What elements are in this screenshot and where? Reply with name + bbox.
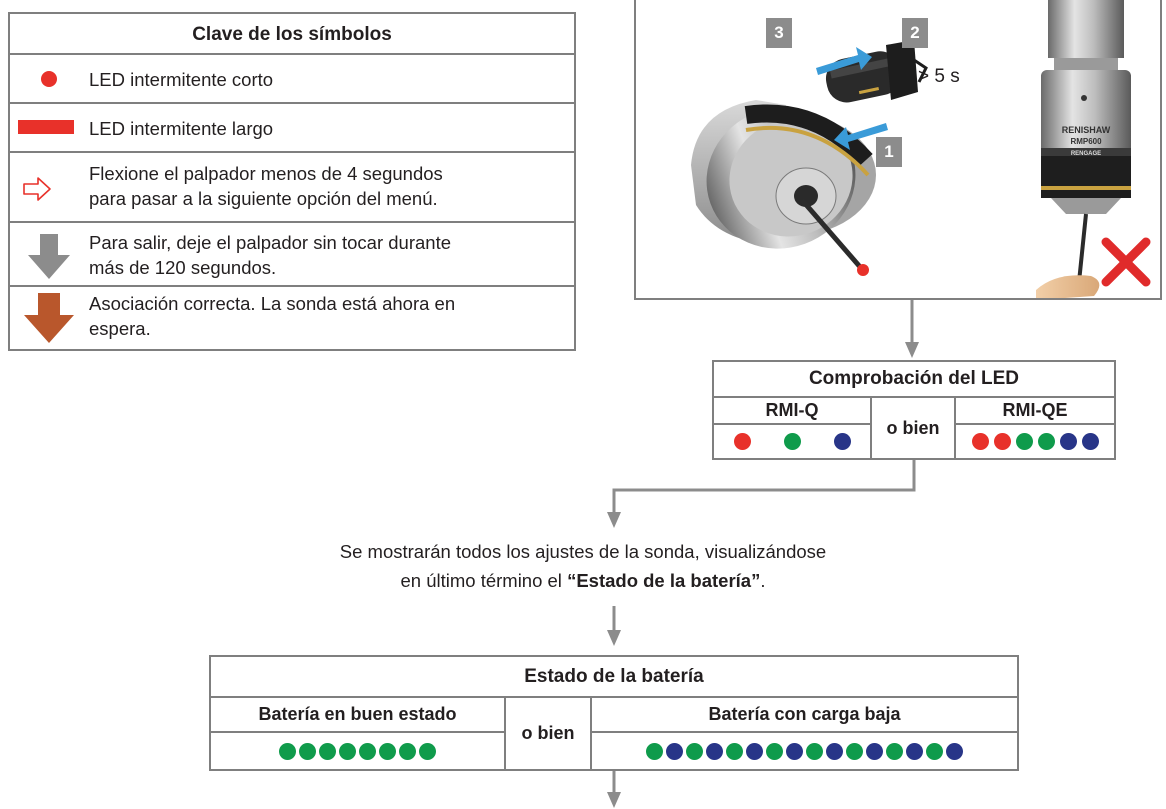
battery-low-led-green-5 (726, 742, 743, 760)
legend-text-deflect: Flexione el palpador menos de 4 segundos… (89, 163, 443, 209)
battery-good-header: Batería en buen estado (211, 698, 506, 733)
battery-low-led-green-15 (926, 742, 943, 760)
do-not-touch-cross-icon (1101, 237, 1151, 287)
battery-status-title: Estado de la batería (211, 657, 1017, 698)
arrowhead-to-text (607, 512, 621, 528)
battery-image (825, 40, 928, 103)
rmi-qe-led-red-1 (971, 433, 989, 450)
arrowhead-to-led-check (905, 342, 919, 358)
rmi-qe-led-green-3 (1015, 433, 1033, 450)
battery-low-led-blue-6 (746, 742, 763, 760)
probe-on-machine-image: RENISHAW RMP600 RENGAGE (1036, 0, 1151, 298)
battery-good-led-green-4 (339, 742, 356, 760)
battery-low-led-blue-8 (786, 742, 803, 760)
battery-low-led-blue-16 (946, 742, 963, 760)
led-check-or: o bien (872, 398, 956, 458)
rmi-qe-header: RMI-QE (956, 398, 1114, 425)
battery-low-led-green-7 (766, 742, 783, 760)
probe-tech-label: RENGAGE (1071, 151, 1101, 157)
legend-title: Clave de los símbolos (10, 14, 574, 55)
legend-row-long-flash: LED intermitente largo (10, 104, 574, 153)
legend-row-exit: Para salir, deje el palpador sin tocar d… (10, 223, 574, 287)
rmi-qe-led-green-4 (1037, 433, 1055, 450)
led-check-table: Comprobación del LED RMI-Q o bien RMI-QE (712, 360, 1116, 460)
battery-good-led-green-3 (319, 742, 336, 760)
battery-low-led-blue-2 (666, 742, 683, 760)
battery-low-led-green-1 (646, 742, 663, 760)
brown-down-arrow-icon (24, 293, 74, 343)
battery-status-emphasis: “Estado de la batería” (567, 570, 761, 591)
legend-text-long-flash: LED intermitente largo (89, 118, 274, 139)
symbol-legend: Clave de los símbolos LED intermitente c… (8, 12, 576, 351)
battery-low-led-green-9 (806, 742, 823, 760)
battery-low-header: Batería con carga baja (592, 698, 1017, 733)
time-label: > 5 s (918, 66, 960, 87)
insert-remove-arrows (816, 47, 888, 150)
grey-down-arrow-icon (28, 234, 70, 279)
battery-status-table: Estado de la batería Batería en buen est… (209, 655, 1019, 771)
rmi-q-led-red-1 (733, 433, 751, 450)
step-3-badge: 3 (766, 18, 792, 48)
battery-low-led-sequence (592, 733, 1017, 769)
battery-good-led-sequence (211, 733, 506, 769)
legend-row-short-flash: LED intermitente corto (10, 55, 574, 104)
battery-low-led-green-11 (846, 742, 863, 760)
legend-text-success: Asociación correcta. La sonda está ahora… (89, 293, 456, 339)
battery-good-led-green-7 (399, 742, 416, 760)
outline-arrow-icon (23, 177, 51, 201)
settings-description: Se mostrarán todos los ajustes de la son… (339, 541, 827, 591)
battery-low-led-green-13 (886, 742, 903, 760)
short-flash-led-icon (41, 71, 57, 87)
probe-model-label: RMP600 (1070, 137, 1102, 146)
legend-row-success: Asociación correcta. La sonda está ahora… (10, 287, 574, 349)
rmi-qe-led-blue-6 (1081, 433, 1099, 450)
battery-or: o bien (506, 698, 592, 769)
battery-good-led-green-6 (379, 742, 396, 760)
battery-good-led-green-2 (299, 742, 316, 760)
step-2-badge: 2 (902, 18, 928, 48)
rmi-q-led-blue-3 (833, 433, 851, 450)
rmi-q-led-green-2 (783, 433, 801, 450)
probe-body-image (691, 100, 876, 276)
probe-brand-label: RENISHAW (1062, 125, 1111, 135)
battery-low-led-green-3 (686, 742, 703, 760)
step-1-badge: 1 (876, 137, 902, 167)
long-flash-led-icon (18, 120, 74, 134)
battery-low-led-blue-10 (826, 742, 843, 760)
legend-text-exit: Para salir, deje el palpador sin tocar d… (89, 232, 451, 278)
battery-low-led-blue-14 (906, 742, 923, 760)
rmi-qe-led-sequence (956, 425, 1114, 458)
battery-low-led-blue-4 (706, 742, 723, 760)
finger-image (1036, 275, 1100, 298)
rmi-q-led-sequence (714, 425, 872, 458)
rmi-q-header: RMI-Q (714, 398, 872, 425)
legend-text-short-flash: LED intermitente corto (89, 69, 274, 90)
led-check-title: Comprobación del LED (714, 362, 1114, 398)
battery-low-led-blue-12 (866, 742, 883, 760)
battery-insertion-illustration: RENISHAW RMP600 RENGAGE 3 2 1 > 5 s (634, 0, 1162, 300)
battery-good-led-green-5 (359, 742, 376, 760)
arrow-insert-icon (816, 47, 872, 75)
legend-row-deflect: Flexione el palpador menos de 4 segundos… (10, 153, 574, 223)
rmi-qe-led-red-2 (993, 433, 1011, 450)
battery-good-led-green-8 (419, 742, 436, 760)
rmi-qe-led-blue-5 (1059, 433, 1077, 450)
arrow-remove-icon (834, 123, 888, 150)
arrowhead-to-battery (607, 630, 621, 646)
arrowhead-down (607, 792, 621, 808)
battery-good-led-green-1 (279, 742, 296, 760)
